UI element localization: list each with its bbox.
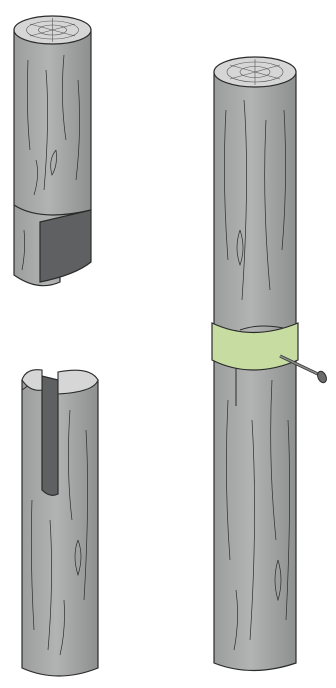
lower-left-log-body bbox=[22, 380, 98, 676]
upper-left-log-cut-face bbox=[40, 210, 91, 282]
lower-left-log-slot bbox=[42, 376, 58, 495]
lower-left-log bbox=[22, 370, 98, 676]
joined-log-body bbox=[214, 72, 296, 671]
joined-log bbox=[212, 57, 328, 671]
upper-left-log bbox=[14, 16, 91, 286]
